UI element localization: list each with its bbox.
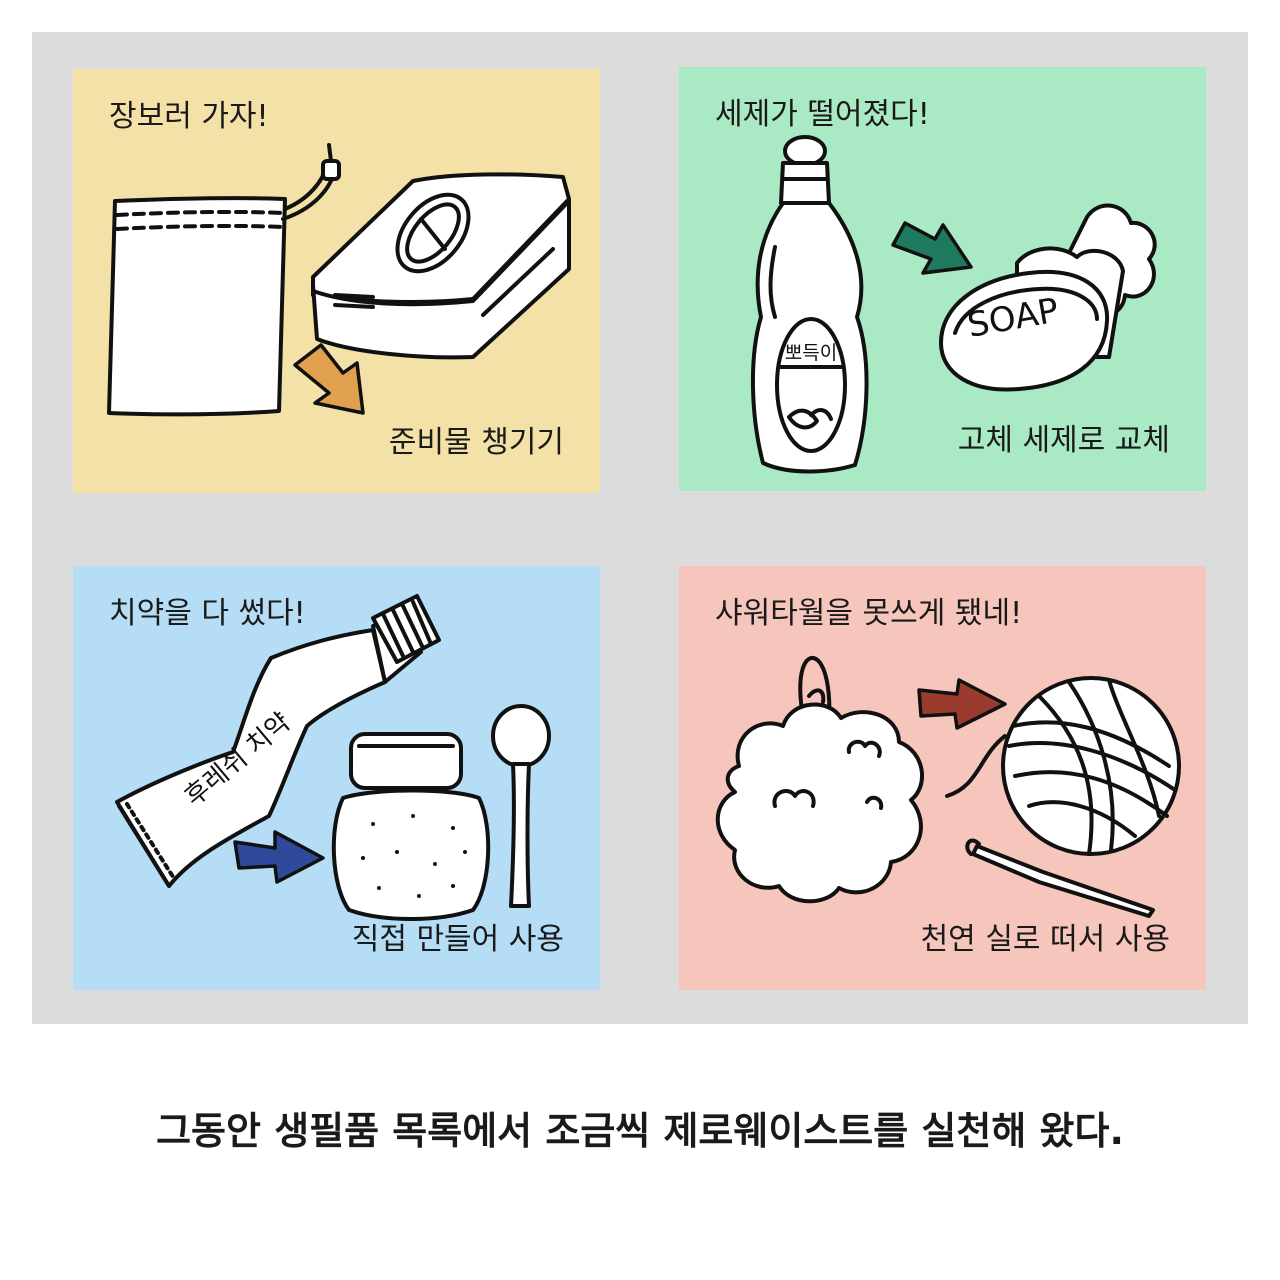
container-icon (311, 172, 571, 360)
panel-action: 준비물 챙기기 (388, 425, 564, 460)
panel-title: 장보러 가자! (109, 99, 269, 134)
panel-shopping-art (107, 143, 571, 417)
panel-title: 세제가 떨어졌다! (715, 97, 930, 132)
soap-bar-icon (939, 203, 1157, 392)
caption: 그동안 생필품 목록에서 조금씩 제로웨이스트를 실천해 왔다. (156, 1109, 1124, 1153)
panel-action: 천연 실로 떠서 사용 (920, 922, 1170, 957)
yarn-ball-icon (945, 676, 1181, 856)
bottle-label: 뽀득이 (785, 342, 837, 364)
panel-toothpaste-art: 후레쉬 치약 (115, 594, 551, 921)
panel-title: 샤워타월을 못쓰게 됐네! (715, 596, 1023, 631)
cloth-bag-icon (107, 143, 341, 417)
panel-action: 직접 만들어 사용 (351, 922, 564, 957)
panel-shower-art (715, 656, 1181, 918)
panel-action: 고체 세제로 교체 (957, 423, 1170, 458)
panel-toothpaste: 후레쉬 치약 치약을 다 썼다! 직접 만들어 사용 (73, 566, 600, 990)
crochet-hook-icon (965, 838, 1155, 918)
toothpaste-tube-icon (115, 594, 441, 888)
spoon-icon (491, 704, 551, 908)
detergent-bottle-icon (750, 135, 869, 474)
jar-dots (361, 814, 467, 898)
arrow-icon (233, 830, 325, 884)
panel-detergent-art: 뽀득이 SOAP (750, 135, 1157, 474)
shower-puff-icon (715, 656, 925, 904)
panel-shower: 샤워타월을 못쓰게 됐네! 천연 실로 떠서 사용 (679, 566, 1206, 990)
arrow-icon (293, 343, 365, 415)
panel-title: 치약을 다 썼다! (109, 596, 306, 631)
arrow-icon (917, 678, 1007, 730)
jar-icon (331, 732, 491, 921)
arrow-icon (891, 221, 973, 275)
panel-detergent: 뽀득이 SOAP 세제가 떨어졌다! 고체 세제로 교체 (679, 67, 1206, 491)
panel-shopping: 장보러 가자! 준비물 챙기기 (73, 69, 600, 493)
